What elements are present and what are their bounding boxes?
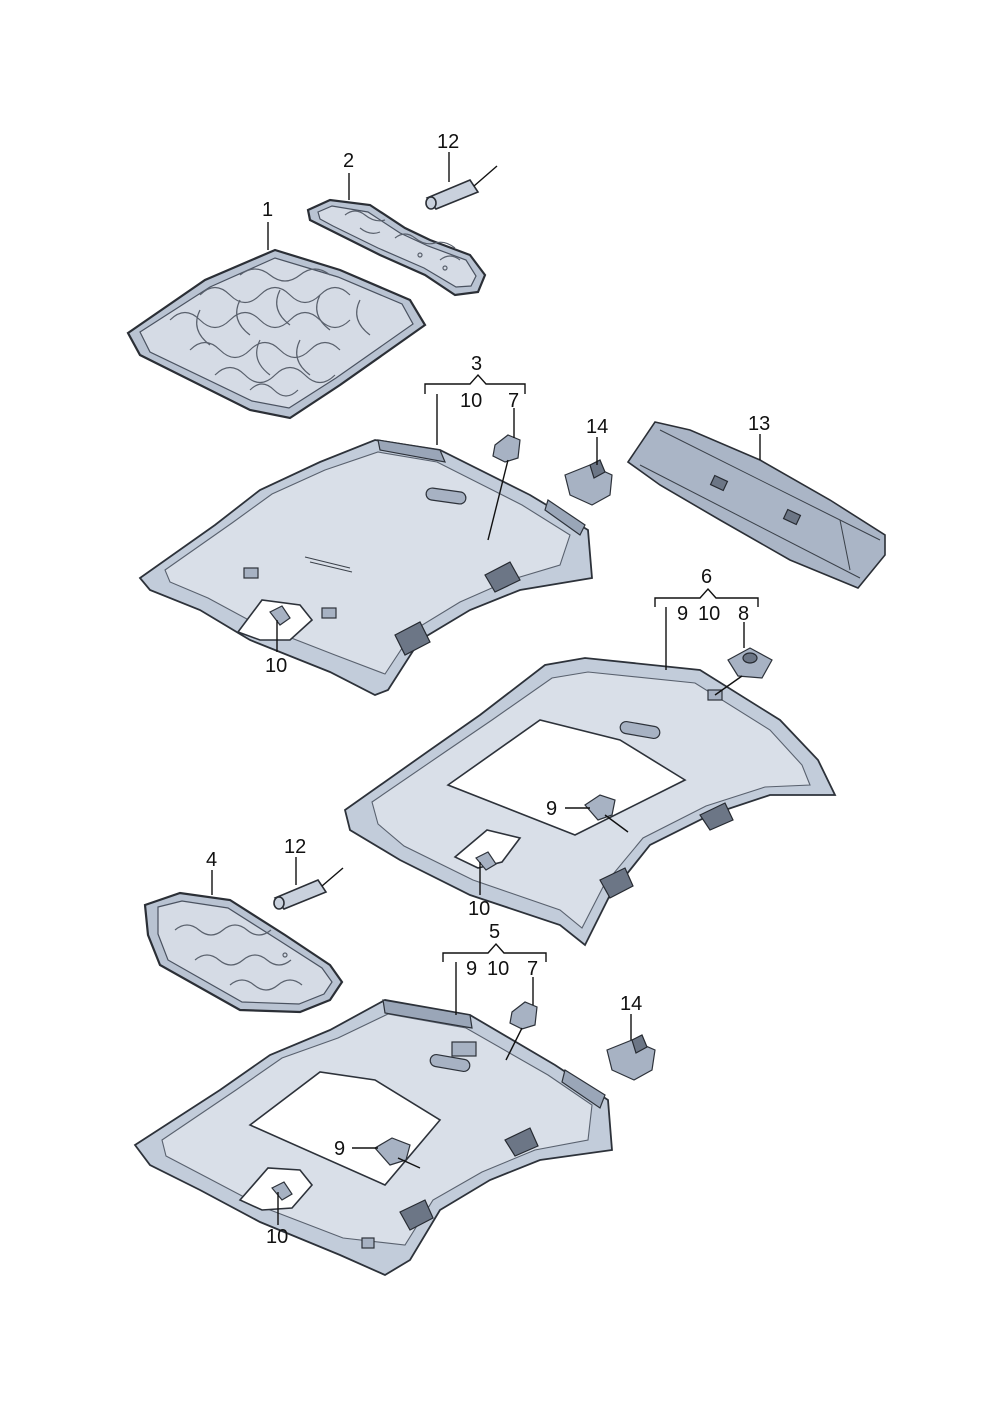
part-5-headliner-sunroof	[133, 999, 613, 1277]
callout-9-a: 9	[546, 798, 557, 820]
part-3-headliner	[138, 439, 593, 696]
callout-5-7: 7	[527, 958, 538, 980]
callout-6-9: 9	[677, 603, 688, 625]
part-7-bracket-b	[509, 1001, 538, 1030]
callout-14-top: 14	[586, 416, 608, 438]
part-9-clip-a	[584, 794, 616, 821]
part-8-cap	[727, 647, 773, 679]
part-14-retainer-b	[606, 1034, 656, 1081]
callout-labels: 1 2 12 3 10 7 14 13 10 6 9 10 8 9 10 4 1…	[206, 131, 770, 1248]
callout-5: 5	[489, 921, 500, 943]
callout-6-10: 10	[698, 603, 720, 625]
callout-2: 2	[343, 150, 354, 172]
part-1-insulation-mat	[126, 248, 427, 420]
callout-3-10: 10	[460, 390, 482, 412]
part-12-plug-top	[425, 165, 498, 210]
callout-6: 6	[701, 566, 712, 588]
callout-10-b: 10	[468, 898, 490, 920]
leader-lines	[211, 152, 761, 1225]
part-10-clip-b	[475, 851, 497, 871]
part-9-clip-b	[374, 1137, 411, 1166]
part-13-rear-trim	[626, 421, 886, 589]
callout-3: 3	[471, 353, 482, 375]
callout-10-a: 10	[265, 655, 287, 677]
callout-13: 13	[748, 413, 770, 435]
callout-5-10: 10	[487, 958, 509, 980]
callout-1: 1	[262, 199, 273, 221]
callout-3-7: 7	[508, 390, 519, 412]
callout-14-bottom: 14	[620, 993, 642, 1015]
callout-10-c: 10	[266, 1226, 288, 1248]
part-7-bracket-a	[492, 434, 521, 463]
part-4-insulation-pad	[143, 891, 344, 1014]
callout-9-b: 9	[334, 1138, 345, 1160]
callout-4: 4	[206, 849, 217, 871]
callout-12-bottom: 12	[284, 836, 306, 858]
part-2-front-insulation	[306, 198, 487, 297]
callout-6-8: 8	[738, 603, 749, 625]
part-14-retainer-a	[564, 459, 613, 506]
callout-5-9: 9	[466, 958, 477, 980]
part-12-plug-bottom	[273, 867, 344, 910]
callout-12-top: 12	[437, 131, 459, 153]
